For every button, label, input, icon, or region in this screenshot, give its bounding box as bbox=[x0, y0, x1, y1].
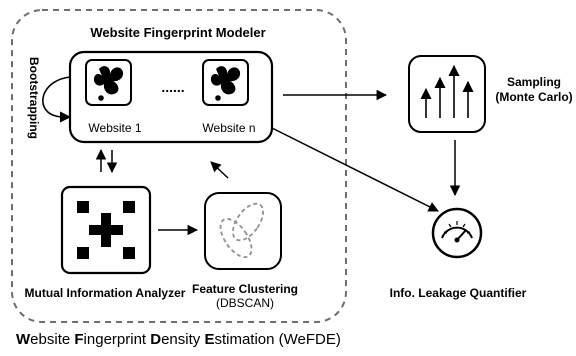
modeler-title: Website Fingerprint Modeler bbox=[90, 25, 265, 40]
website-1-label: Website 1 bbox=[88, 121, 141, 135]
caption-d-rest: ensity bbox=[161, 331, 205, 348]
gauge-icon bbox=[431, 207, 483, 259]
caption-w-rest: ebsite bbox=[30, 331, 75, 348]
caption: Website Fingerprint Density Estimation (… bbox=[16, 331, 341, 348]
caption-d: D bbox=[150, 331, 162, 348]
feature-clustering-label: Feature Clustering bbox=[192, 282, 298, 296]
cluster-ellipses-icon bbox=[204, 192, 282, 270]
feature-clustering-sub: (DBSCAN) bbox=[216, 296, 274, 310]
caption-e-rest: stimation (WeFDE) bbox=[214, 331, 341, 348]
caption-f-rest: ingerprint bbox=[83, 331, 151, 348]
caption-e: E bbox=[204, 331, 215, 348]
website-blob-icon bbox=[85, 59, 132, 106]
website-n-label: Website n bbox=[202, 121, 255, 135]
arrow-cluster-to-websites bbox=[210, 161, 229, 179]
leakage-label: Info. Leakage Quantifier bbox=[390, 286, 527, 300]
caption-f: F bbox=[74, 331, 84, 348]
sampling-sub: (Monte Carlo) bbox=[495, 90, 572, 104]
sampling-arrows-icon bbox=[408, 55, 486, 133]
modeler-container bbox=[11, 9, 347, 323]
bootstrapping-loop-arrow bbox=[42, 76, 72, 123]
mutual-information-matrix-icon bbox=[60, 185, 152, 275]
bootstrapping-label: Bootstrapping bbox=[27, 57, 41, 139]
arrow-websites-to-leakage bbox=[271, 127, 439, 212]
ellipsis: ...... bbox=[161, 79, 184, 95]
website-blob-icon bbox=[202, 59, 249, 106]
caption-w: W bbox=[16, 331, 31, 348]
mutual-info-label: Mutual Information Analyzer bbox=[25, 286, 186, 300]
sampling-label: Sampling bbox=[507, 75, 561, 89]
